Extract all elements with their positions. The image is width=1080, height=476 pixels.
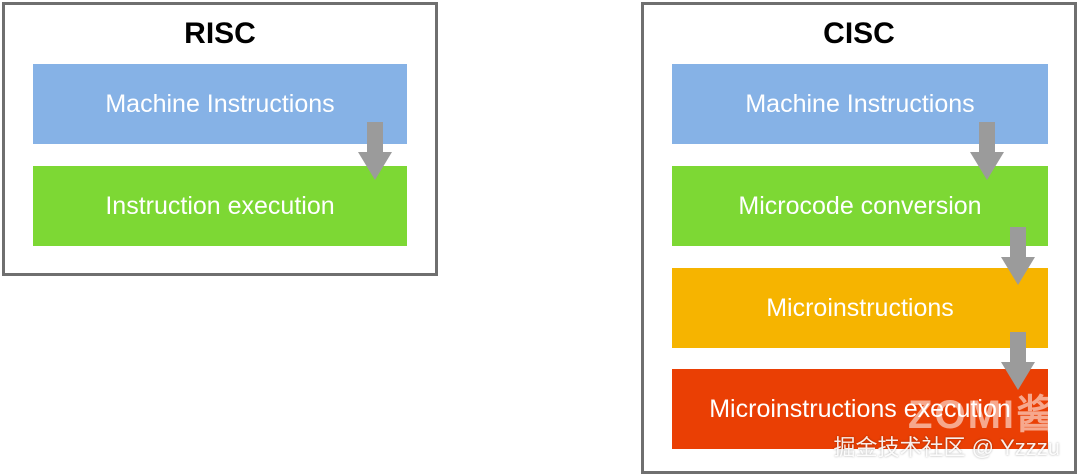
watermark-logo: ZOMI酱 [908, 393, 1058, 437]
cisc-down-arrow-2-icon [1001, 227, 1035, 285]
cisc-microinstructions-execution-label: Microinstructions execution [709, 394, 1011, 423]
cisc-down-arrow-1-icon [970, 122, 1004, 180]
cisc-microinstructions-execution-box: Microinstructions execution [672, 369, 1048, 449]
cisc-microinstructions-box: Microinstructions [672, 268, 1048, 348]
cisc-machine-instructions-label: Machine Instructions [745, 89, 975, 118]
watermark-text: 掘金技术社区 @ Yzzzu [833, 435, 1060, 460]
risc-down-arrow-icon [358, 122, 392, 180]
cisc-title: CISC [823, 17, 895, 50]
cisc-microcode-conversion-label: Microcode conversion [738, 191, 982, 220]
risc-machine-instructions-label: Machine Instructions [105, 89, 335, 118]
cisc-microinstructions-label: Microinstructions [766, 293, 954, 322]
risc-instruction-execution-label: Instruction execution [105, 191, 335, 220]
cisc-microcode-conversion-box: Microcode conversion [672, 166, 1048, 246]
risc-title: RISC [184, 17, 256, 50]
cisc-down-arrow-3-icon [1001, 332, 1035, 390]
risc-machine-instructions-box: Machine Instructions [33, 64, 407, 144]
risc-instruction-execution-box: Instruction execution [33, 166, 407, 246]
